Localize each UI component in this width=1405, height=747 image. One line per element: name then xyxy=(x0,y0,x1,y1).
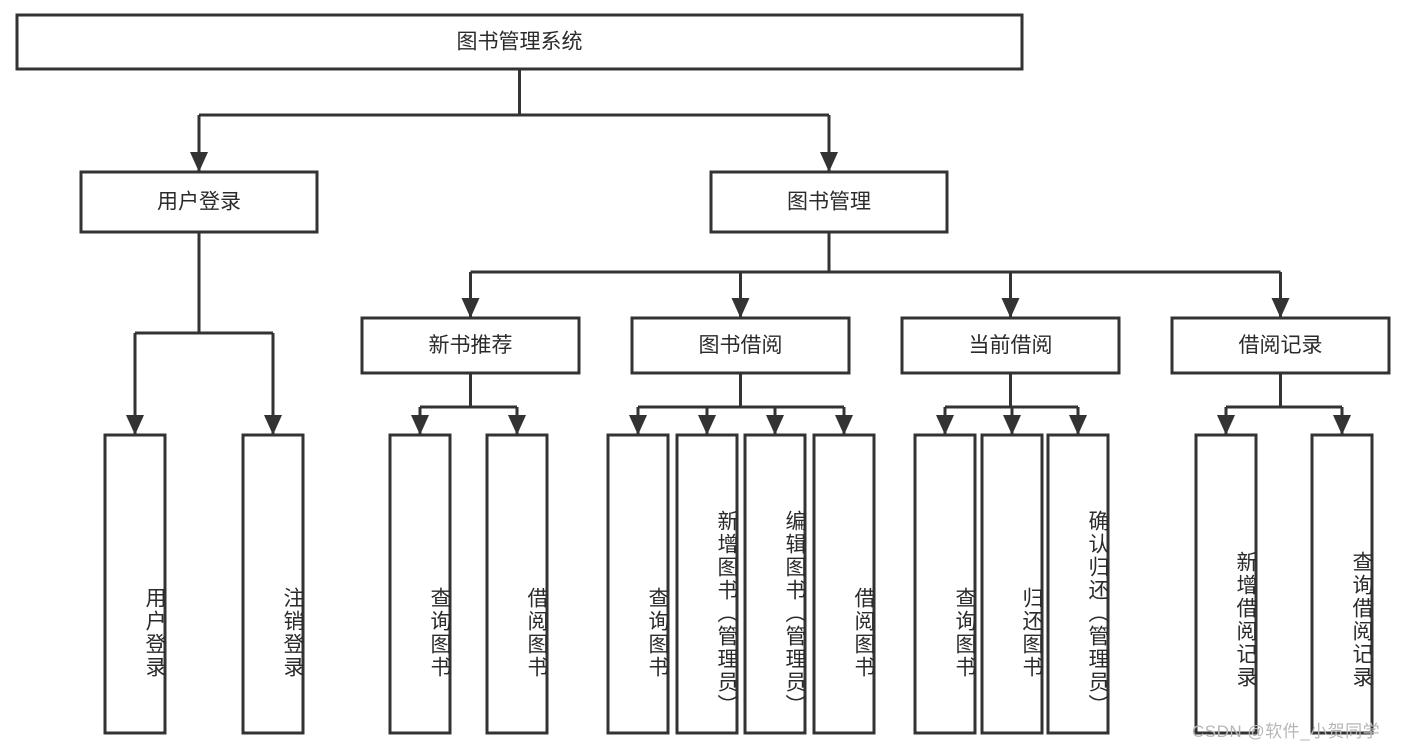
node-br-add-record[interactable] xyxy=(1194,433,1258,735)
node-label-book-management: 图书管理 xyxy=(787,191,871,214)
arrow-borrow-record xyxy=(1271,298,1290,318)
node-cb-return-book[interactable] xyxy=(980,433,1044,735)
arrow-cb-query-book xyxy=(936,415,954,435)
node-label-borrow-record: 借阅记录 xyxy=(1239,334,1323,357)
node-box-logout-leaf[interactable] xyxy=(241,433,305,735)
csdn-watermark: CSDN @软件_小贺同学 xyxy=(1192,722,1381,741)
arrow-current-borrow xyxy=(1001,298,1020,318)
node-new-book-recommend[interactable]: 新书推荐 xyxy=(360,316,581,375)
node-box-current-borrow[interactable] xyxy=(900,316,1121,375)
node-nbr-query-book[interactable] xyxy=(388,433,452,735)
arrow-book-borrow xyxy=(731,298,750,318)
node-root[interactable]: 图书管理系统 xyxy=(15,13,1024,71)
node-box-bb-borrow-book[interactable] xyxy=(812,433,876,735)
node-label-new-book-recommend: 新书推荐 xyxy=(429,334,513,357)
node-cb-query-book[interactable] xyxy=(913,433,977,735)
arrow-bb-edit-book xyxy=(766,415,784,435)
node-box-book-management[interactable] xyxy=(709,170,949,234)
arrow-nbr-borrow-book xyxy=(508,415,526,435)
node-box-bb-query-book[interactable] xyxy=(606,433,670,735)
node-label-book-borrow: 图书借阅 xyxy=(699,334,783,357)
node-bb-add-book[interactable] xyxy=(675,433,739,735)
node-box-nbr-borrow-book[interactable] xyxy=(485,433,549,735)
node-box-book-borrow[interactable] xyxy=(630,316,851,375)
node-user-login[interactable]: 用户登录 xyxy=(79,170,319,234)
arrow-bb-add-book xyxy=(698,415,716,435)
node-book-borrow[interactable]: 图书借阅 xyxy=(630,316,851,375)
arrow-logout-leaf xyxy=(264,415,282,435)
node-bb-borrow-book[interactable] xyxy=(812,433,876,735)
node-box-borrow-record[interactable] xyxy=(1170,316,1391,375)
node-box-br-query-record[interactable] xyxy=(1310,433,1374,735)
arrow-bb-borrow-book xyxy=(835,415,853,435)
node-box-bb-edit-book[interactable] xyxy=(743,433,807,735)
node-cb-confirm-return[interactable] xyxy=(1046,433,1110,735)
arrow-nbr-query-book xyxy=(411,415,429,435)
node-br-query-record[interactable] xyxy=(1310,433,1374,735)
arrow-user-login xyxy=(190,152,208,172)
node-box-new-book-recommend[interactable] xyxy=(360,316,581,375)
node-box-user-login-leaf[interactable] xyxy=(103,433,167,735)
node-box-cb-return-book[interactable] xyxy=(980,433,1044,735)
node-box-nbr-query-book[interactable] xyxy=(388,433,452,735)
node-borrow-record[interactable]: 借阅记录 xyxy=(1170,316,1391,375)
arrow-cb-confirm-return xyxy=(1069,415,1087,435)
node-box-user-login[interactable] xyxy=(79,170,319,234)
node-box-cb-confirm-return[interactable] xyxy=(1046,433,1110,735)
arrow-book-management xyxy=(820,152,838,172)
node-box-cb-query-book[interactable] xyxy=(913,433,977,735)
arrow-bb-query-book xyxy=(629,415,647,435)
arrow-user-login-leaf xyxy=(126,415,144,435)
node-box-bb-add-book[interactable] xyxy=(675,433,739,735)
node-box-br-add-record[interactable] xyxy=(1194,433,1258,735)
node-book-management[interactable]: 图书管理 xyxy=(709,170,949,234)
arrow-cb-return-book xyxy=(1003,415,1021,435)
node-label-user-login: 用户登录 xyxy=(157,191,241,214)
node-label-current-borrow: 当前借阅 xyxy=(969,334,1053,357)
node-logout-leaf[interactable] xyxy=(241,433,305,735)
node-label-root: 图书管理系统 xyxy=(457,31,583,54)
node-bb-query-book[interactable] xyxy=(606,433,670,735)
node-user-login-leaf[interactable] xyxy=(103,433,167,735)
node-current-borrow[interactable]: 当前借阅 xyxy=(900,316,1121,375)
arrow-br-add-record xyxy=(1217,415,1235,435)
node-bb-edit-book[interactable] xyxy=(743,433,807,735)
arrow-new-book-recommend xyxy=(461,298,480,318)
arrow-br-query-record xyxy=(1333,415,1351,435)
node-box-root[interactable] xyxy=(15,13,1024,71)
node-nbr-borrow-book[interactable] xyxy=(485,433,549,735)
